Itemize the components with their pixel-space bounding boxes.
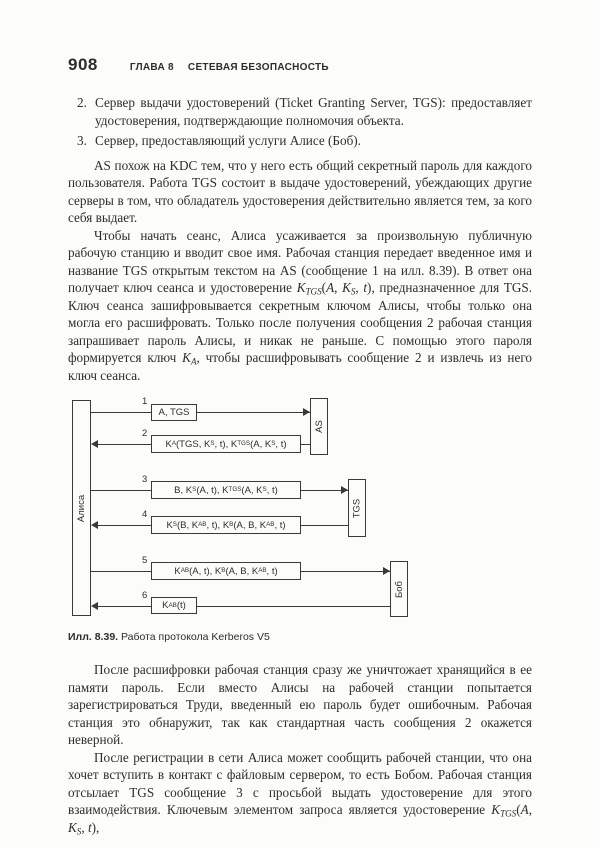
- paragraph-as-kdc: AS похож на KDC тем, что у него есть общ…: [68, 157, 532, 226]
- message-5-number: 5: [142, 555, 148, 566]
- actor-tgs: TGS: [348, 479, 366, 537]
- figure-caption: Илл. 8.39. Работа протокола Kerberos V5: [68, 630, 532, 644]
- list-item-text: Сервер, предоставляющий услуги Алисе (Бо…: [95, 133, 361, 148]
- message-2-number: 2: [142, 428, 148, 439]
- message-1-arrowhead-icon: [303, 408, 310, 416]
- figure-caption-label: Илл. 8.39.: [68, 631, 119, 643]
- message-4-number: 4: [142, 509, 148, 520]
- numbered-list: 2. Сервер выдачи удостоверений (Ticket G…: [68, 94, 532, 150]
- actor-bob-label: Боб: [393, 580, 405, 598]
- actor-alice: Алиса: [72, 400, 91, 616]
- running-head: 908 ГЛАВА 8 СЕТЕВАЯ БЕЗОПАСНОСТЬ: [68, 55, 532, 74]
- message-1-box: A, TGS: [151, 404, 197, 421]
- list-item: 2. Сервер выдачи удостоверений (Ticket G…: [68, 94, 532, 129]
- actor-as-label: AS: [313, 420, 325, 433]
- message-2-arrowhead-icon: [91, 440, 98, 448]
- list-item-number: 3.: [77, 133, 87, 148]
- message-1-arrow-line: [91, 412, 310, 414]
- paragraph-contact-bob: После регистрации в сети Алиса может соо…: [68, 749, 532, 837]
- paragraph-password-erase: После расшифровки рабочая станция сразу …: [68, 662, 532, 747]
- chapter-label: ГЛАВА 8: [129, 62, 174, 73]
- actor-bob: Боб: [390, 561, 408, 617]
- list-item-number: 2.: [77, 95, 87, 110]
- message-6-number: 6: [142, 590, 148, 601]
- actor-tgs-label: TGS: [351, 498, 363, 518]
- message-4-arrowhead-icon: [91, 521, 98, 529]
- actor-as: AS: [310, 398, 328, 455]
- message-6-arrow-line: [98, 606, 390, 608]
- actor-alice-label: Алиса: [76, 494, 88, 522]
- message-5-arrowhead-icon: [383, 567, 390, 575]
- page-number: 908: [68, 55, 98, 74]
- list-item-text: Сервер выдачи удостоверений (Ticket Gran…: [95, 95, 532, 128]
- section-title: СЕТЕВАЯ БЕЗОПАСНОСТЬ: [187, 62, 329, 73]
- paragraph-session-start: Чтобы начать сеанс, Алиса усаживается за…: [68, 227, 533, 383]
- message-3-arrowhead-icon: [341, 486, 348, 494]
- message-1-number: 1: [142, 396, 148, 407]
- list-item: 3. Сервер, предоставляющий услуги Алисе …: [68, 132, 532, 150]
- figure-caption-text: Работа протокола Kerberos V5: [118, 631, 270, 643]
- message-6-arrowhead-icon: [91, 602, 98, 610]
- message-3-number: 3: [142, 474, 148, 485]
